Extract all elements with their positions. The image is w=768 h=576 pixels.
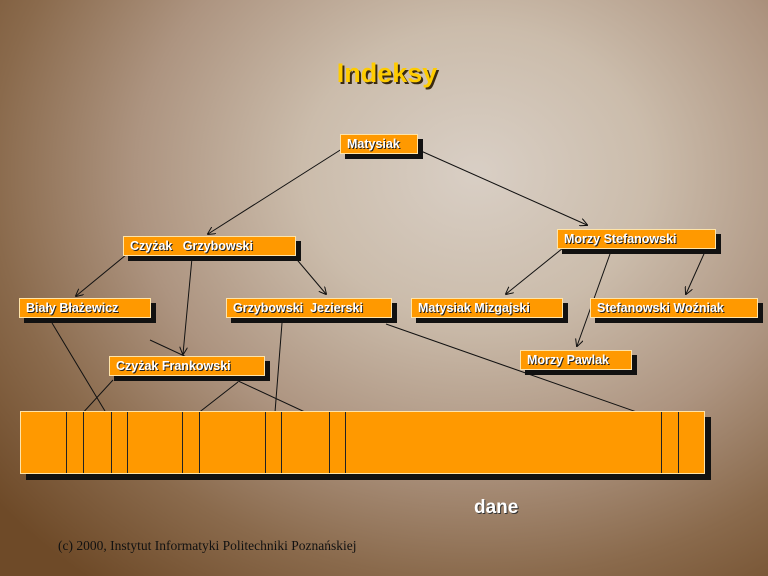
record-divider: [66, 412, 67, 473]
page-title: Indeksy: [336, 58, 438, 88]
record-divider: [281, 412, 282, 473]
record-divider: [345, 412, 346, 473]
data-label: dane: [474, 497, 519, 518]
record-divider: [182, 412, 183, 473]
record-divider: [329, 412, 330, 473]
index-node-matysiak-mizgajski: Matysiak Mizgajski: [411, 298, 563, 318]
record-divider: [111, 412, 112, 473]
index-node-bialy-blazewicz: Biały Błażewicz: [19, 298, 151, 318]
record-divider: [127, 412, 128, 473]
edge-ms-matysiak: [506, 247, 564, 294]
edge-root-left: [208, 146, 346, 234]
index-node-morzy-stefanowski: Morzy Stefanowski: [557, 229, 716, 249]
index-node-czyzak-frankowski: Czyżak Frankowski: [109, 356, 265, 376]
edge-jezierski-data: [385, 323, 668, 423]
data-records-bar: [20, 411, 705, 474]
record-divider: [678, 412, 679, 473]
edge-cg-grzybowski: [292, 254, 326, 294]
record-divider: [661, 412, 662, 473]
record-divider: [199, 412, 200, 473]
edge-cg-bialy: [76, 249, 133, 296]
index-node-grzybowski-jezierski: Grzybowski Jezierski: [226, 298, 392, 318]
index-node-stefanowski-wozniak: Stefanowski Woźniak: [590, 298, 758, 318]
index-node-czyzak-grzybowski: Czyżak Grzybowski: [123, 236, 296, 256]
index-node-root: Matysiak: [340, 134, 418, 154]
edge-grzybowski-data: [274, 322, 283, 425]
record-divider: [265, 412, 266, 473]
copyright-footer: (c) 2000, Instytut Informatyki Politechn…: [58, 538, 357, 553]
record-divider: [83, 412, 84, 473]
index-node-morzy-pawlak: Morzy Pawlak: [520, 350, 632, 370]
edge-cg-frankowski: [183, 257, 193, 354]
edge-root-right: [411, 146, 587, 225]
